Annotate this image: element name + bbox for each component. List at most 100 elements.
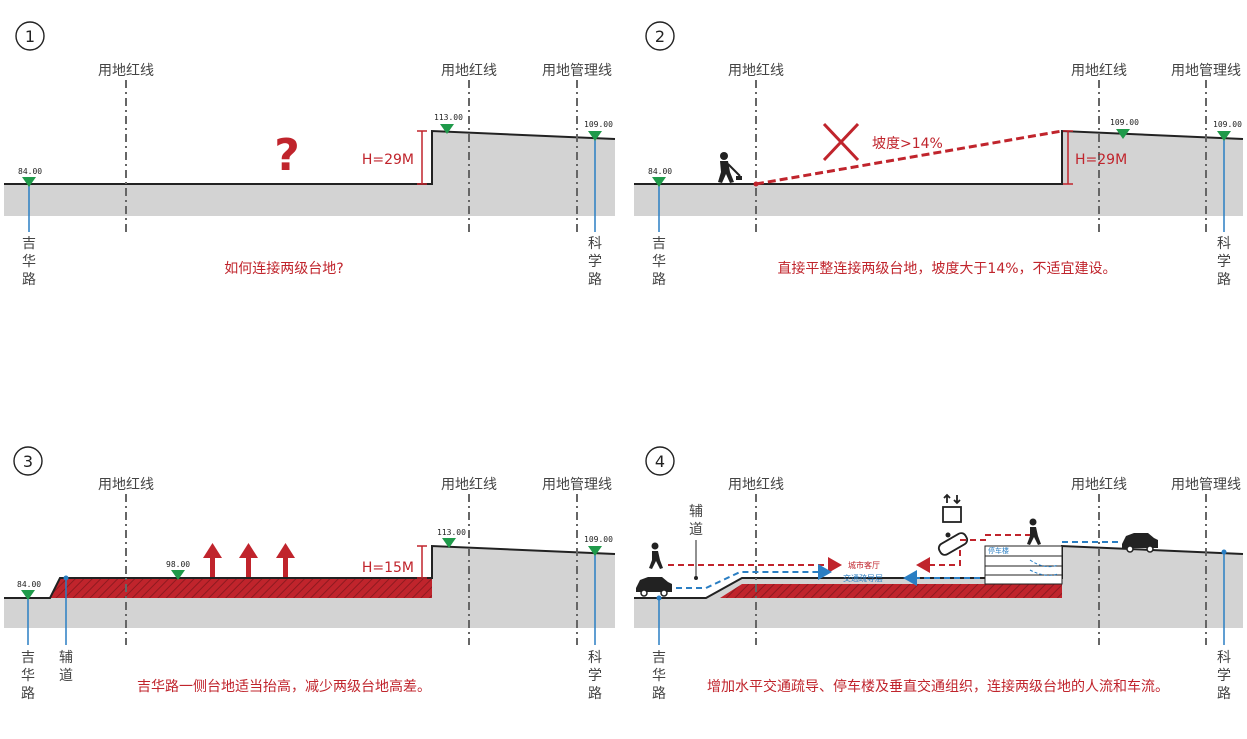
parking-building [984,545,1063,585]
question-mark: ? [274,130,300,181]
raised-fill [720,584,1062,598]
road-left-char3: 路 [21,686,35,702]
road-right-char2: 学 [588,668,602,684]
panel-1: 1 用地红线 用地红线 用地管理线 84.00 吉 华 路 109.00 科 学… [4,21,616,288]
raise-arrows [203,543,295,577]
elev-right: 109.00 [584,120,613,129]
mgmt-line-label: 用地管理线 [542,477,612,493]
elevator-icon [942,493,962,523]
elev-mid: 98.00 [166,560,190,569]
panel-4-caption: 增加水平交通疏导、停车楼及垂直交通组织，连接两级台地的人流和车流。 [707,678,1169,695]
car-icon [1122,533,1158,553]
panel-4: 4 停车楼 用地红线 用地红线 用地管理线 吉 华 路 科 学 路 辅 道 [634,446,1244,702]
road-left-char2: 华 [22,254,36,270]
panel-number: 4 [655,452,665,471]
elev-low: 84.00 [17,580,41,589]
road-left-char3: 路 [652,272,666,288]
elev-high: 113.00 [434,113,463,122]
height-label: H=15M [362,560,414,576]
cross-icon [822,122,860,162]
aux-road-char1: 辅 [689,504,703,520]
slope-label: 坡度>14% [872,136,943,152]
elev-high: 109.00 [1110,118,1139,127]
panel-number-badge [15,21,45,51]
height-label: H=29M [362,152,414,168]
road-left-char1: 吉 [21,650,35,666]
red-line-left-label: 用地红线 [728,477,784,493]
road-right-char1: 科 [588,650,602,666]
road-left-char2: 华 [652,668,666,684]
traffic-flow-arrow [676,564,832,589]
escalator-icon [937,532,969,556]
elev-right: 109.00 [1213,120,1242,129]
up-arrow-icon [239,543,258,577]
ground-section [634,131,1243,216]
panel-3: 3 用地红线 用地红线 用地管理线 84.00 吉 华 路 辅 道 109.00… [4,446,616,702]
mgmt-line-label: 用地管理线 [1171,63,1241,79]
raised-fill [50,578,432,598]
panel-number: 1 [25,27,35,46]
road-right-char2: 学 [588,254,602,270]
elev-low: 84.00 [648,167,672,176]
road-right-char3: 路 [1217,686,1231,702]
road-left-char3: 路 [22,272,36,288]
road-right-char2: 学 [1217,254,1231,270]
elev-right: 109.00 [584,535,613,544]
mgmt-line-label: 用地管理线 [1171,477,1241,493]
traffic-layer-label: 交通疏导层 [843,573,883,583]
red-line-right-label: 用地红线 [441,63,497,79]
panel-number: 3 [23,452,33,471]
mgmt-line-label: 用地管理线 [542,63,612,79]
road-right-char3: 路 [588,272,602,288]
worker-icon [718,152,742,183]
aux-road-char2: 道 [59,668,73,684]
red-line-left-label: 用地红线 [728,63,784,79]
road-left-char1: 吉 [22,236,36,252]
panel-number-badge [13,446,43,476]
panel-2: 2 用地红线 用地红线 用地管理线 84.00 吉 华 路 109.00 科 学… [634,21,1244,288]
panel-number-badge [645,446,675,476]
road-left-char2: 华 [652,254,666,270]
road-left-char1: 吉 [652,236,666,252]
road-left-char2: 华 [21,668,35,684]
road-right-char1: 科 [1217,236,1231,252]
aux-road-char2: 道 [689,522,703,538]
ground-section [4,131,615,216]
car-icon [636,577,672,597]
city-hall-label: 城市客厅 [848,560,880,570]
panel-1-caption: 如何连接两级台地? [224,260,343,277]
terrain-profile [4,129,616,185]
pedestrian-icon [1027,518,1041,545]
aux-road-char1: 辅 [59,650,73,666]
red-line-left-label: 用地红线 [98,477,154,493]
terrain-profile [634,129,1244,185]
road-left-char1: 吉 [652,650,666,666]
road-right-char2: 学 [1217,668,1231,684]
up-arrow-icon [203,543,222,577]
panel-number-badge [645,21,675,51]
parking-label: 停车楼 [988,546,1009,555]
red-line-right-label: 用地红线 [1071,63,1127,79]
elev-low: 84.00 [18,167,42,176]
road-right-char1: 科 [1217,650,1231,666]
height-label: H=29M [1075,152,1127,168]
pedestrian-flow-upper [960,534,1030,541]
red-line-left-label: 用地红线 [98,63,154,79]
elev-high: 113.00 [437,528,466,537]
red-line-right-label: 用地红线 [441,477,497,493]
panel-number: 2 [655,27,665,46]
pedestrian-icon [649,542,663,569]
road-right-char3: 路 [588,686,602,702]
slope-line [755,129,1063,186]
terrain-profile [634,544,1244,599]
panel-3-caption: 吉华路一侧台地适当抬高，减少两级台地高差。 [137,678,431,695]
terrain-profile [4,544,616,599]
road-left-char3: 路 [652,686,666,702]
up-arrow-icon [276,543,295,577]
pedestrian-flow-return [916,550,961,573]
road-right-char1: 科 [588,236,602,252]
road-right-char3: 路 [1217,272,1231,288]
red-line-right-label: 用地红线 [1071,477,1127,493]
panel-2-caption: 直接平整连接两级台地，坡度大于14%，不适宜建设。 [777,260,1116,277]
